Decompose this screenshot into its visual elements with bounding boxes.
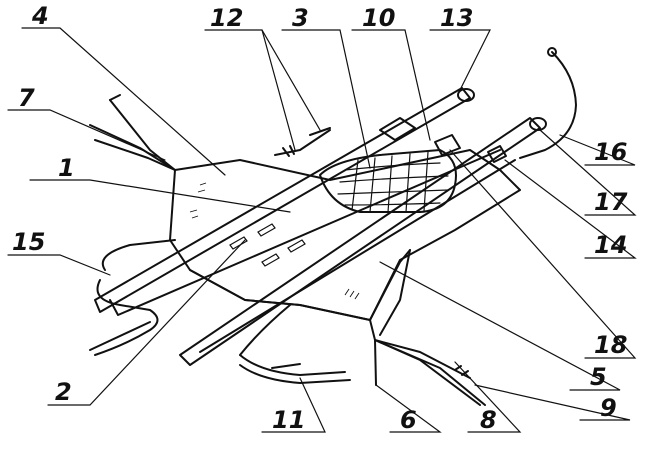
leader-lines [7, 27, 637, 433]
label-18: 18 [594, 331, 627, 359]
cord-16 [519, 51, 577, 159]
fitting-18 [487, 145, 507, 163]
strap-end-13 [457, 88, 475, 102]
label-1: 1 [58, 154, 75, 182]
ties-11 [239, 304, 351, 384]
main-strap-right-upper [179, 117, 541, 366]
pack-body [319, 149, 457, 213]
label-10: 10 [362, 4, 395, 32]
ties-7 [89, 94, 176, 171]
label-13: 13 [440, 4, 473, 32]
ties-12 [274, 127, 331, 157]
strap-end-17 [529, 117, 547, 131]
label-5: 5 [590, 363, 607, 391]
label-7: 7 [18, 84, 35, 112]
label-12: 12 [210, 4, 243, 32]
ties-lower-right [369, 249, 486, 406]
loop-15 [89, 239, 176, 356]
label-14: 14 [594, 231, 627, 259]
panel-hatching [189, 182, 360, 300]
label-2: 2 [55, 378, 72, 406]
pack-quilting [337, 151, 449, 213]
label-4: 4 [31, 2, 49, 30]
label-8: 8 [480, 406, 497, 434]
buckle-10 [379, 117, 416, 141]
label-3: 3 [292, 4, 309, 32]
label-16: 16 [594, 138, 627, 166]
label-9: 9 [600, 394, 617, 422]
label-17: 17 [594, 188, 628, 216]
label-15: 15 [12, 228, 45, 256]
cord-16-end [547, 47, 557, 57]
label-11: 11 [272, 406, 305, 434]
buckle-14 [434, 134, 461, 156]
label-6: 6 [400, 406, 417, 434]
harness-lower-panel [189, 249, 411, 321]
main-strap-right-lower [199, 159, 516, 353]
panel-slots [229, 223, 306, 267]
main-strap-left-upper [94, 87, 471, 313]
